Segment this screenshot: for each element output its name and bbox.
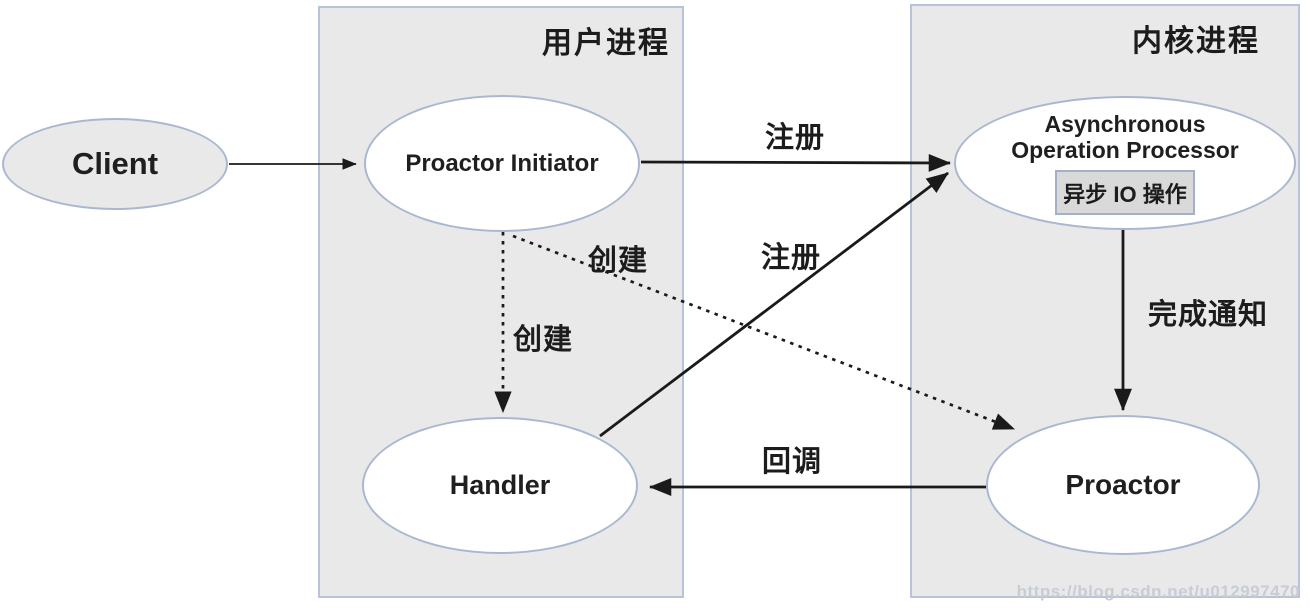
edge-label-register-diagonal: 注册 xyxy=(760,242,822,274)
edge-label-completion-notice: 完成通知 xyxy=(1147,299,1269,331)
handler-node: Handler xyxy=(362,417,638,554)
user-process-region-label: 用户进程 xyxy=(542,27,670,60)
proactor-initiator-node-label: Proactor Initiator xyxy=(405,149,599,177)
csdn-watermark: https://blog.csdn.net/u012997470 xyxy=(1016,582,1300,601)
edge-label-callback: 回调 xyxy=(761,446,823,478)
proactor-node-label: Proactor xyxy=(1065,468,1181,500)
handler-node-label: Handler xyxy=(449,469,551,500)
edge-register-top xyxy=(640,153,952,172)
async-operation-processor-node-label: Asynchronous Operation Processor xyxy=(1011,110,1239,163)
proactor-initiator-node: Proactor Initiator xyxy=(364,95,640,232)
edge-label-create-diagonal: 创建 xyxy=(587,245,649,277)
client-node-label: Client xyxy=(71,146,159,182)
edge-label-create-vertical: 创建 xyxy=(512,324,574,356)
async-io-operation-box: 异步 IO 操作 xyxy=(1055,170,1195,216)
client-node: Client xyxy=(2,118,228,210)
kernel-process-region-label: 内核进程 xyxy=(1132,25,1260,58)
proactor-node: Proactor xyxy=(986,415,1260,555)
edge-label-register-top: 注册 xyxy=(764,122,826,154)
async-operation-processor-node: Asynchronous Operation Processor 异步 IO 操… xyxy=(954,96,1296,230)
